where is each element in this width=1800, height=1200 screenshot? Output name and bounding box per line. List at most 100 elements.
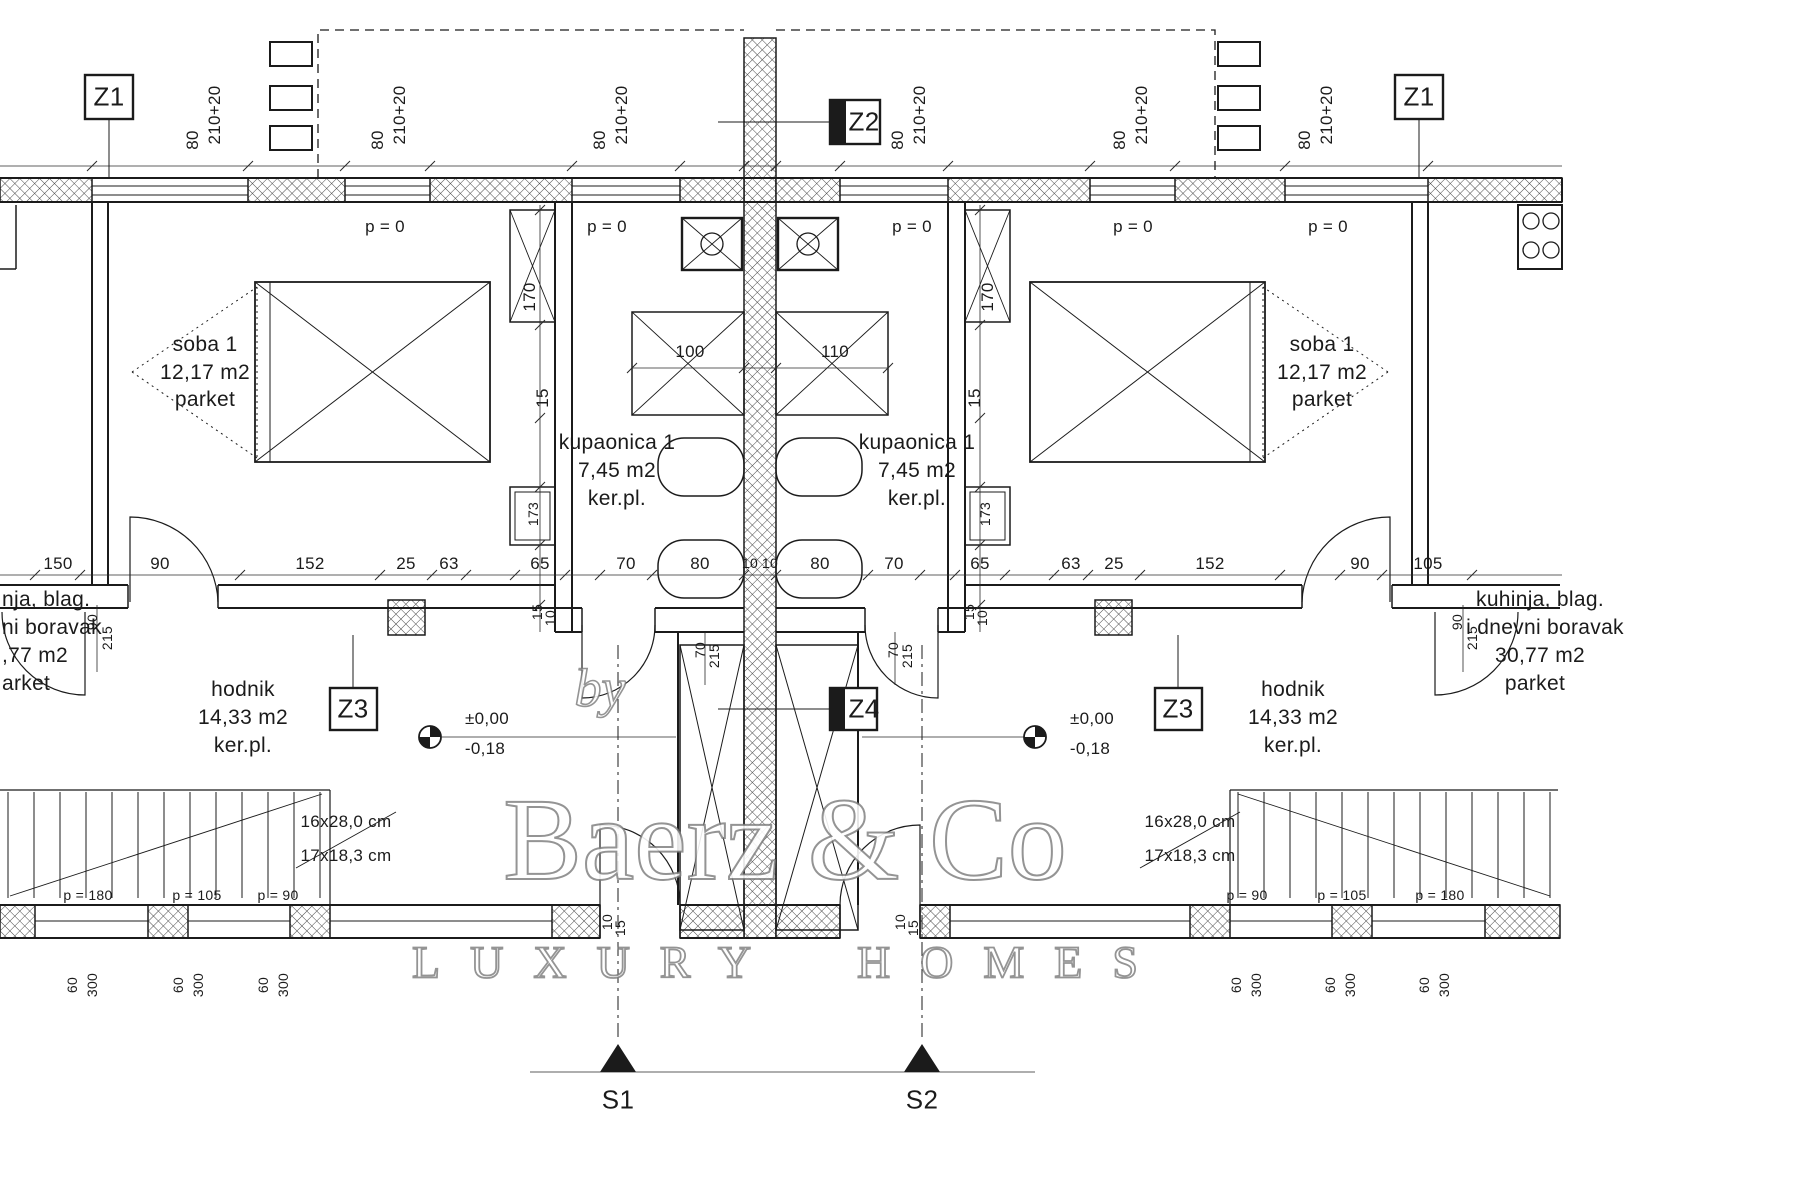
dim-label: 10 <box>741 555 759 571</box>
dim-label: 80 <box>810 554 830 573</box>
bed-left <box>254 281 491 463</box>
parapet-label: p = 180 <box>1415 887 1465 903</box>
parapet-label: p = 90 <box>1226 887 1268 903</box>
dim-label: 210+20 <box>1317 85 1336 145</box>
dim-label: 173 <box>977 501 993 527</box>
parapet-label: p = 0 <box>1308 217 1348 236</box>
stove-right <box>1517 204 1563 270</box>
parapet-label: p = 105 <box>1317 887 1367 903</box>
dim-label: 80 <box>183 130 202 150</box>
marker-z1-left-box <box>83 73 135 121</box>
door-bedroom-right <box>1301 516 1391 603</box>
bath-cabinet-right <box>775 311 889 416</box>
doors <box>1 516 1519 906</box>
room-area-kupaonica-left: 7,45 m2 <box>578 459 656 482</box>
dim-label: 150 <box>43 554 73 573</box>
marker-z1-right: Z1 <box>1403 81 1435 112</box>
marker-z1-left: Z1 <box>93 81 125 112</box>
parapet-label: p = 0 <box>365 217 405 236</box>
marker-z1-right-box <box>1393 73 1445 121</box>
door-bath-left <box>581 624 656 699</box>
dim-label: 10 <box>761 555 779 571</box>
door-entry-left <box>599 824 681 906</box>
dim-label: 300 <box>190 972 206 998</box>
room-name-soba-right: soba 1 <box>1289 333 1355 356</box>
dim-label: 60 <box>1322 976 1338 994</box>
dim-label: 210+20 <box>612 85 631 145</box>
room-kitchen-left-line4: arket <box>2 672 51 695</box>
dim-label: 15 <box>965 388 984 408</box>
reference-markers <box>83 73 1445 1072</box>
dim-label: 25 <box>1104 554 1124 573</box>
section-arrow-s1 <box>600 1044 636 1072</box>
dim-label: 80 <box>590 130 609 150</box>
stair-note-right-1: 16x28,0 cm <box>1144 812 1236 831</box>
room-area-hodnik-left: 14,33 m2 <box>198 706 288 729</box>
bath-cabinet-left <box>631 311 745 416</box>
dim-label: 63 <box>439 554 459 573</box>
dim-label: 80 <box>368 130 387 150</box>
dim-label: 90 <box>150 554 170 573</box>
dim-label: 90 <box>1449 613 1465 631</box>
dim-label: 100 <box>675 342 705 361</box>
room-area-soba-right: 12,17 m2 <box>1277 361 1367 384</box>
room-area-hodnik-right: 14,33 m2 <box>1248 706 1338 729</box>
level-upper-left: ±0,00 <box>465 709 509 728</box>
dim-label: 15 <box>612 919 628 937</box>
level-lower-left: -0,18 <box>464 739 506 758</box>
room-floor-kupaonica-right: ker.pl. <box>887 487 947 510</box>
marker-z3-left-box <box>328 686 379 732</box>
dim-label: 80 <box>888 130 907 150</box>
room-kitchen-left-line1: nja, blag. <box>2 588 91 611</box>
door-kitchen-right <box>1434 611 1519 696</box>
dim-label: 210+20 <box>1132 85 1151 145</box>
dim-label: 215 <box>706 643 722 669</box>
wardrobe-left <box>509 209 556 546</box>
dim-label: 105 <box>1413 554 1443 573</box>
sight-cone-dotted <box>131 286 1389 459</box>
room-kitchen-left-line3: ,77 m2 <box>2 644 68 667</box>
dim-label: 300 <box>1342 972 1358 998</box>
dim-label: 60 <box>255 976 271 994</box>
dim-label: 215 <box>899 643 915 669</box>
room-name-kupaonica-left: kupaonica 1 <box>558 431 676 454</box>
level-upper-right: ±0,00 <box>1070 709 1114 728</box>
room-name-hodnik-left: hodnik <box>211 678 275 701</box>
marker-z3-left: Z3 <box>337 693 369 724</box>
stairs <box>0 644 1558 931</box>
room-kitchen-right-line4: parket <box>1504 672 1566 695</box>
room-floor-soba-right: parket <box>1291 388 1353 411</box>
parapet-label: p = 180 <box>63 887 113 903</box>
marker-z4: Z4 <box>848 693 880 724</box>
room-floor-hodnik-right: ker.pl. <box>1263 734 1323 757</box>
dim-label: 65 <box>970 554 990 573</box>
marker-z3-right-box <box>1153 686 1204 732</box>
watermark-tagline: LUXURY HOMES <box>411 936 1168 989</box>
level-lower-right: -0,18 <box>1069 739 1111 758</box>
dim-label: 60 <box>1228 976 1244 994</box>
marker-z3-right: Z3 <box>1162 693 1194 724</box>
dim-label: 80 <box>1295 130 1314 150</box>
stair-note-right-2: 17x18,3 cm <box>1144 846 1236 865</box>
room-area-kupaonica-right: 7,45 m2 <box>878 459 956 482</box>
room-kitchen-right-line3: 30,77 m2 <box>1495 644 1585 667</box>
door-bedroom-left <box>129 516 219 603</box>
washbasin-left <box>680 216 744 272</box>
dim-label: 60 <box>64 976 80 994</box>
parapet-label: p = 90 <box>257 887 299 903</box>
stairs-right <box>1139 789 1558 905</box>
party-wall <box>743 37 777 939</box>
dim-label: 15 <box>905 919 921 937</box>
room-floor-hodnik-left: ker.pl. <box>213 734 273 757</box>
bed-right <box>1029 281 1266 463</box>
dim-label: 15 <box>533 388 552 408</box>
parapet-label: p = 0 <box>1113 217 1153 236</box>
dim-label: 110 <box>820 342 850 361</box>
section-arrow-s2 <box>904 1044 940 1072</box>
stair-note-left-2: 17x18,3 cm <box>300 846 392 865</box>
furniture <box>131 204 1563 599</box>
dim-label: 210+20 <box>390 85 409 145</box>
watermark-brand: Baerz & Co <box>502 773 1068 906</box>
room-floor-soba-left: parket <box>174 388 236 411</box>
bathtub-left <box>657 437 745 599</box>
